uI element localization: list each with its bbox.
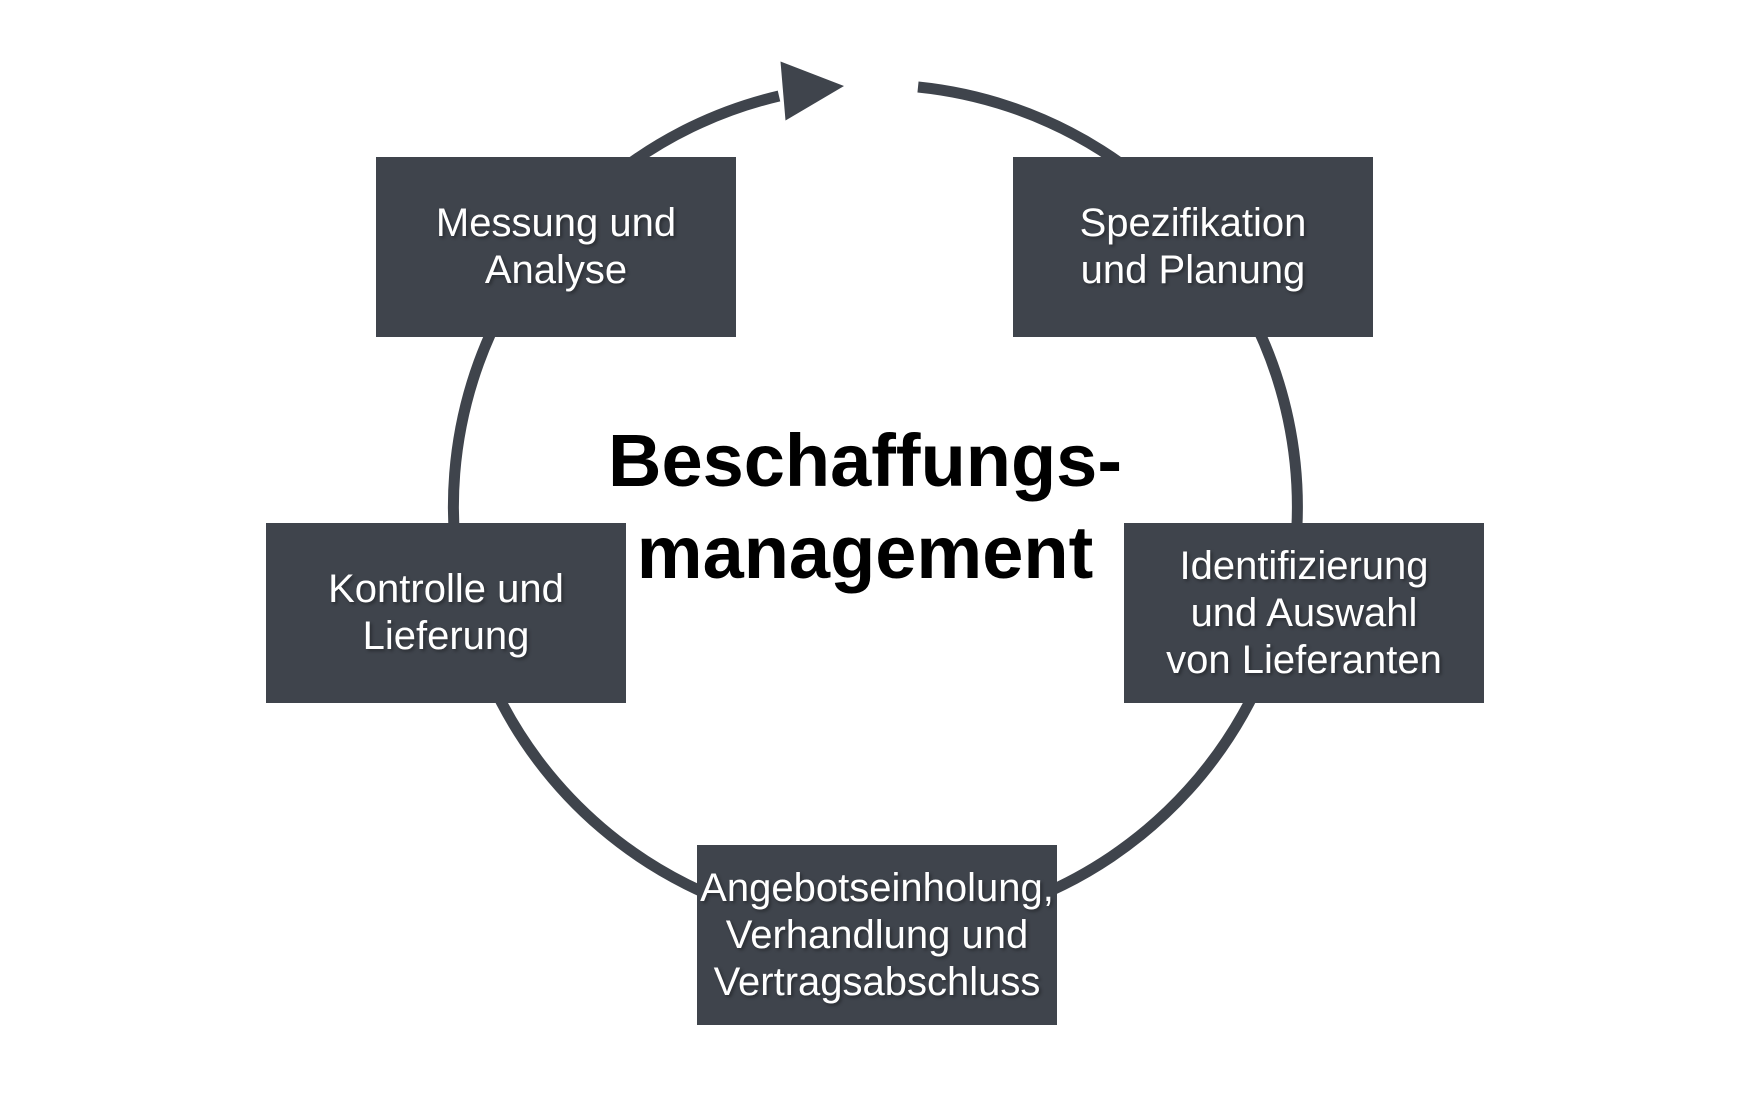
node-messung-und-analyse: Messung und Analyse: [376, 157, 736, 337]
node-label-line: Angebotseinholung,: [700, 865, 1054, 910]
node-spezifikation-und-planung: Spezifikation und Planung: [1013, 157, 1373, 337]
node-label-line: Analyse: [484, 248, 628, 292]
node-label: Spezifikation und Planung: [1080, 200, 1307, 294]
node-label: Angebotseinholung, Verhandlung und Vertr…: [700, 865, 1054, 1006]
node-label-line: Kontrolle und: [328, 567, 564, 611]
node-label-line: Lieferung: [362, 614, 530, 658]
diagram-title-line: management: [636, 511, 1094, 594]
node-label-line: und Auswahl: [1190, 590, 1418, 635]
node-label-line: Identifizierung: [1179, 543, 1429, 588]
node-kontrolle-und-lieferung: Kontrolle und Lieferung: [266, 523, 626, 703]
node-label-line: Verhandlung und: [725, 912, 1029, 957]
node-label: Identifizierung und Auswahl von Lieferan…: [1166, 543, 1442, 684]
node-label-line: Spezifikation: [1079, 201, 1307, 245]
node-identifizierung-und-auswahl-von-lieferanten: Identifizierung und Auswahl von Lieferan…: [1124, 523, 1484, 703]
node-angebotseinholung-verhandlung-vertragsabschluss: Angebotseinholung, Verhandlung und Vertr…: [697, 845, 1057, 1025]
node-label-line: Vertragsabschluss: [713, 959, 1041, 1004]
node-label-line: und Planung: [1080, 248, 1306, 292]
node-label-line: Messung und: [435, 201, 677, 245]
clockwise-arrowhead-icon: [780, 61, 844, 121]
node-label: Messung und Analyse: [436, 200, 676, 294]
node-label: Kontrolle und Lieferung: [328, 566, 564, 660]
diagram-title: Beschaffungs- management: [515, 415, 1215, 599]
node-label-line: von Lieferanten: [1166, 637, 1442, 682]
diagram-title-line: Beschaffungs-: [608, 419, 1122, 502]
